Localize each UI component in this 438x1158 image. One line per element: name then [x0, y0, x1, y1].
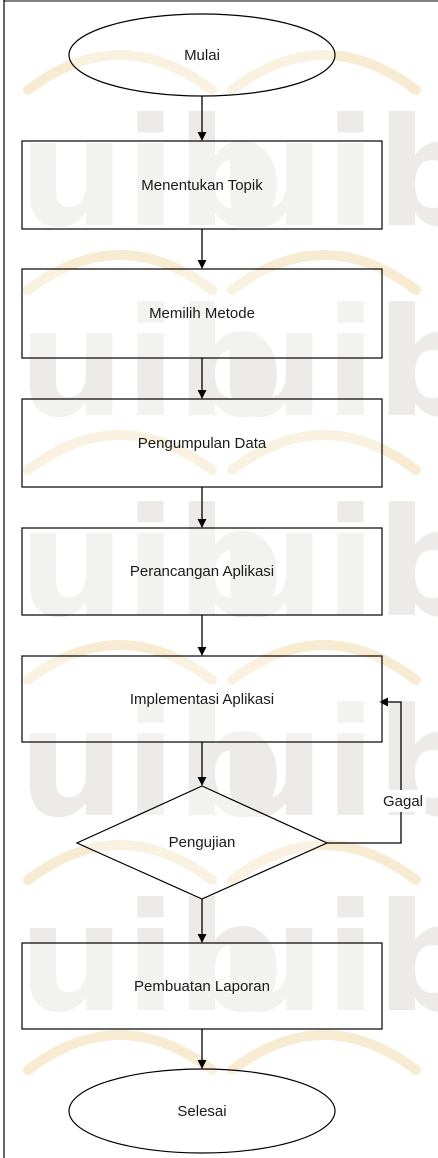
end-label: Selesai	[177, 1103, 226, 1120]
implementation-label: Implementasi Aplikasi	[130, 691, 274, 708]
watermark-text: uib	[218, 87, 438, 261]
watermark-arcs	[23, 50, 421, 1075]
node-testing: Pengujian	[75, 785, 329, 900]
watermark-text: uib	[218, 477, 438, 651]
watermark-text: uib	[18, 277, 284, 451]
node-topic: Menentukan Topik	[21, 140, 383, 230]
node-report: Pembuatan Laporan	[21, 942, 383, 1030]
watermark-text: uib	[218, 277, 438, 451]
implementation-box	[21, 655, 383, 743]
node-start: Mulai	[68, 13, 336, 97]
start-label: Mulai	[184, 47, 220, 64]
data-collection-label: Pengumpulan Data	[138, 435, 267, 452]
edges	[197, 96, 402, 1069]
end-ellipse	[68, 1068, 336, 1154]
start-ellipse	[68, 13, 336, 97]
node-implementation: Implementasi Aplikasi	[21, 655, 383, 743]
node-method: Memilih Metode	[21, 268, 383, 359]
fail-label-background	[380, 790, 426, 812]
testing-diamond	[75, 785, 329, 900]
design-box	[21, 527, 383, 616]
fail-edge-label: Gagal	[383, 793, 423, 810]
watermark-text: uib	[18, 872, 284, 1046]
node-end: Selesai	[68, 1068, 336, 1154]
testing-label: Pengujian	[169, 834, 236, 851]
method-box	[21, 268, 383, 359]
data-collection-box	[21, 398, 383, 488]
report-box	[21, 942, 383, 1030]
watermark: uib uib uib uib uib uib uib uib uib uib	[18, 50, 438, 1075]
watermark-text: uib	[18, 677, 284, 851]
method-label: Memilih Metode	[149, 305, 255, 322]
fail-label-group: Gagal	[380, 790, 426, 812]
watermark-text-group: uib uib uib uib uib uib uib uib uib uib	[18, 87, 438, 1046]
node-data-collection: Pengumpulan Data	[21, 398, 383, 488]
edge-testing-fail-loop	[327, 697, 402, 844]
design-label: Perancangan Aplikasi	[130, 563, 274, 580]
topic-label: Menentukan Topik	[141, 177, 263, 194]
report-label: Pembuatan Laporan	[134, 978, 270, 995]
watermark-text: uib	[18, 87, 284, 261]
watermark-text: uib	[18, 477, 284, 651]
node-design: Perancangan Aplikasi	[21, 527, 383, 616]
topic-box	[21, 140, 383, 230]
watermark-text: uib	[218, 872, 438, 1046]
